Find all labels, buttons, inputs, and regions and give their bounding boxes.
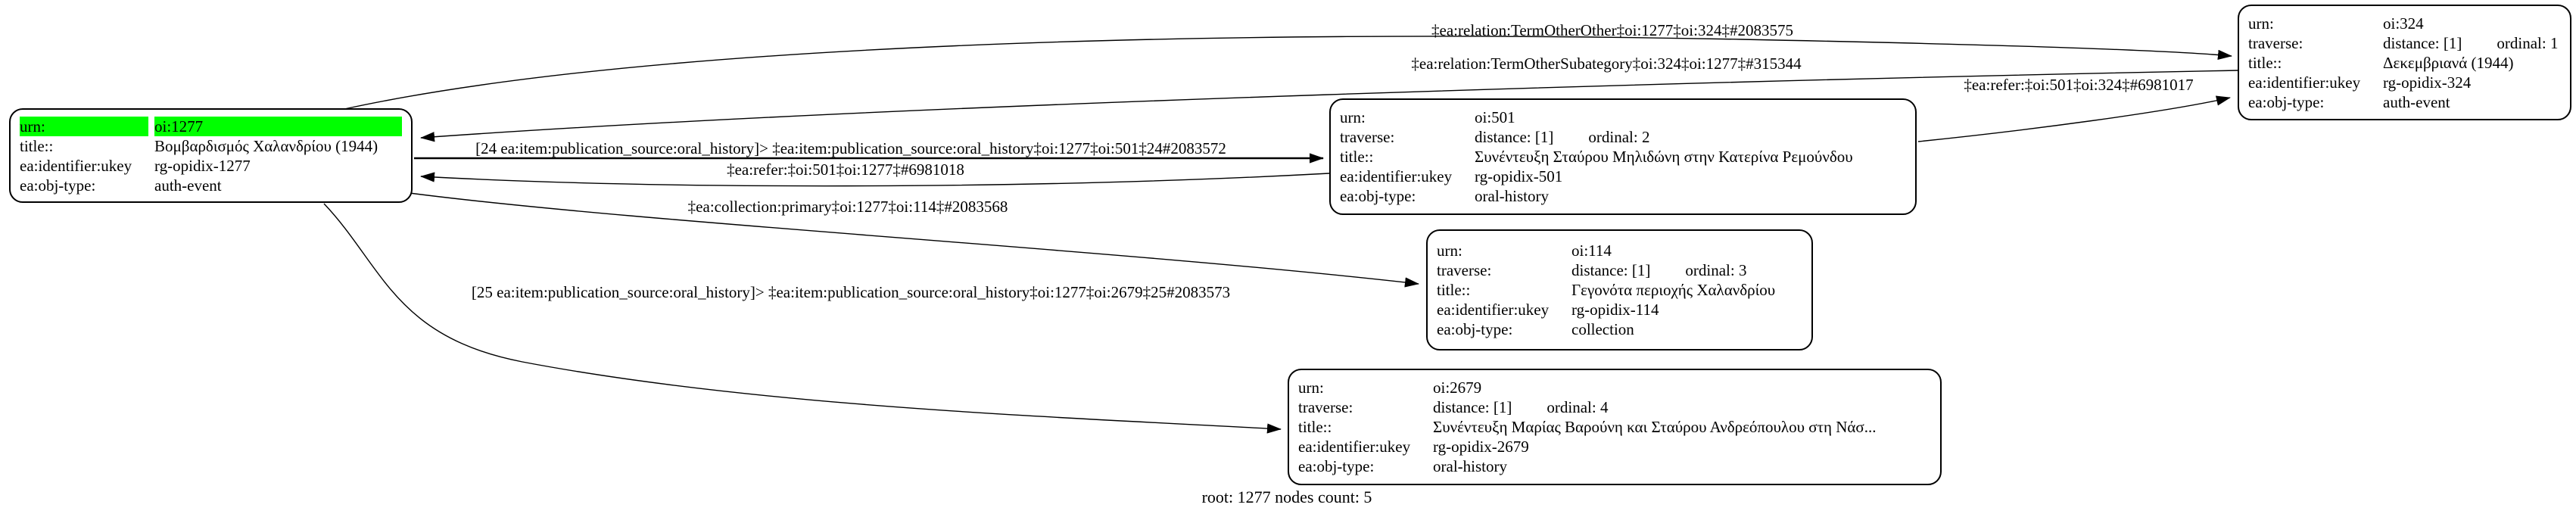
row-key: ea:identifier:ukey <box>2248 73 2361 92</box>
row-value-distance: distance: [1] <box>2383 33 2462 52</box>
node-row-urn: urn: oi:324 <box>2248 14 2561 33</box>
node-row-urn: urn: oi:501 <box>1340 107 1906 127</box>
node-row-obj-type: ea:obj-type: oral-history <box>1298 456 1931 476</box>
row-key: ea:obj-type: <box>2248 92 2325 111</box>
row-value: Γεγονότα περιοχής Χαλανδρίου <box>1571 281 1776 299</box>
row-key: title:: <box>1340 148 1374 166</box>
node-row-urn: urn: oi:2679 <box>1298 378 1931 397</box>
row-value: oi:324 <box>2383 14 2424 33</box>
node-row-identifier: ea:identifier:ukey rg-opidix-1277 <box>20 156 402 176</box>
node-row-identifier: ea:identifier:ukey rg-opidix-2679 <box>1298 437 1931 456</box>
node-row-traverse: traverse: distance: [1] ordinal: 2 <box>1340 127 1906 147</box>
row-value: Δεκεμβριανά (1944) <box>2383 53 2514 72</box>
row-value: oi:114 <box>1571 241 1612 260</box>
row-value: Βομβαρδισμός Χαλανδρίου (1944) <box>154 136 378 155</box>
row-key: ea:identifier:ukey <box>20 156 132 175</box>
row-key: urn: <box>1437 241 1462 260</box>
node-oi-1277: urn: oi:1277 title::Βομβαρδισμός Χαλανδρί… <box>9 108 413 203</box>
row-key: traverse: <box>1437 261 1492 279</box>
node-row-identifier: ea:identifier:ukey rg-opidix-501 <box>1340 167 1906 186</box>
node-row-title: title::Βομβαρδισμός Χαλανδρίου (1944) <box>20 136 402 156</box>
node-row-urn: urn: oi:114 <box>1437 241 1802 260</box>
row-key: ea:obj-type: <box>1340 187 1416 205</box>
row-value-distance: distance: [1] <box>1433 398 1512 416</box>
row-value: oral-history <box>1475 187 1549 205</box>
edge-label-collection-primary: ‡ea:collection:primary‡oi:1277‡oi:114‡#2… <box>687 198 1008 216</box>
edge-label-item-publication-source-501: [24 ea:item:publication_source:oral_hist… <box>475 139 1226 157</box>
row-value: auth-event <box>154 176 222 195</box>
edge-label-item-publication-source-2679: [25 ea:item:publication_source:oral_hist… <box>471 283 1231 301</box>
node-oi-501: urn: oi:501 traverse: distance: [1] ordinal… <box>1329 98 1917 215</box>
node-oi-114: urn: oi:114 traverse: distance: [1] ordinal… <box>1426 229 1813 350</box>
node-row-title: title::Γεγονότα περιοχής Χαλανδρίου <box>1437 280 1802 300</box>
row-value-ordinal: ordinal: 2 <box>1588 128 1650 146</box>
edge-label-term-other-other: ‡ea:relation:TermOtherOther‡oi:1277‡oi:3… <box>1431 21 1793 39</box>
row-key: ea:obj-type: <box>1298 457 1375 475</box>
row-key: title:: <box>20 136 54 155</box>
row-key: ea:identifier:ukey <box>1298 438 1411 456</box>
edge-label-refer-501-1277: ‡ea:refer:‡oi:501‡oi:1277‡#6981018 <box>727 160 964 179</box>
row-value-ordinal: ordinal: 3 <box>1685 261 1747 279</box>
row-value: collection <box>1571 320 1634 338</box>
row-value: rg-opidix-2679 <box>1433 438 1529 456</box>
row-value-distance: distance: [1] <box>1475 128 1554 146</box>
row-value: rg-opidix-324 <box>2383 73 2472 92</box>
row-value: oral-history <box>1433 457 1507 475</box>
node-row-obj-type: ea:obj-type: oral-history <box>1340 186 1906 206</box>
row-key: ea:identifier:ukey <box>1437 301 1550 319</box>
row-key: urn: <box>1340 108 1366 126</box>
edge-refer-501-to-1277 <box>420 172 1330 187</box>
node-row-obj-type: ea:obj-type: auth-event <box>20 176 402 195</box>
node-row-obj-type: ea:obj-type: collection <box>1437 319 1802 339</box>
edge-item-publication-source-1277-to-2679 <box>323 203 1282 434</box>
edge-label-refer-501-324: ‡ea:refer:‡oi:501‡oi:324‡#6981017 <box>1964 76 2194 94</box>
node-oi-2679: urn: oi:2679 traverse: distance: [1] ordina… <box>1288 369 1942 485</box>
row-key: traverse: <box>1298 398 1353 416</box>
row-key: urn: <box>20 116 148 136</box>
row-value: rg-opidix-1277 <box>154 156 251 175</box>
row-key: ea:obj-type: <box>1437 320 1513 338</box>
node-row-identifier: ea:identifier:ukey rg-opidix-324 <box>2248 73 2561 92</box>
row-value: auth-event <box>2383 92 2450 111</box>
row-key: title:: <box>2248 53 2282 72</box>
row-key: title:: <box>1298 418 1332 436</box>
row-value-distance: distance: [1] <box>1571 261 1651 279</box>
row-value: oi:1277 <box>154 116 402 136</box>
row-value: Συνέντευξη Σταύρου Μηλιδώνη στην Κατερίν… <box>1475 148 1853 166</box>
node-row-traverse: traverse: distance: [1] ordinal: 1 <box>2248 33 2561 53</box>
row-key: ea:identifier:ukey <box>1340 167 1453 185</box>
edge-label-term-other-subategory: ‡ea:relation:TermOtherSubategory‡oi:324‡… <box>1411 55 1802 73</box>
node-row-title: title::Συνέντευξη Μαρίας Βαρούνη και Στα… <box>1298 417 1931 437</box>
node-row-urn: urn: oi:1277 <box>20 116 402 136</box>
row-value: rg-opidix-501 <box>1475 167 1563 185</box>
node-row-identifier: ea:identifier:ukey rg-opidix-114 <box>1437 300 1802 319</box>
row-key: ea:obj-type: <box>20 176 96 195</box>
edge-term-other-other-1277-to-324 <box>344 36 2232 110</box>
row-key: traverse: <box>2248 33 2303 52</box>
graph-root-label: root: 1277 nodes count: 5 <box>1201 488 1372 506</box>
row-key: urn: <box>1298 378 1324 397</box>
node-row-title: title::Δεκεμβριανά (1944) <box>2248 53 2561 73</box>
edge-refer-501-to-324 <box>1917 95 2231 142</box>
row-key: title:: <box>1437 281 1471 299</box>
row-value-ordinal: ordinal: 1 <box>2497 33 2559 52</box>
node-row-title: title::Συνέντευξη Σταύρου Μηλιδώνη στην … <box>1340 147 1906 167</box>
node-oi-324: urn: oi:324 traverse: distance: [1] ordinal… <box>2238 5 2571 120</box>
row-value: oi:501 <box>1475 108 1515 126</box>
row-value: Συνέντευξη Μαρίας Βαρούνη και Σταύρου Αν… <box>1433 418 1877 436</box>
node-row-traverse: traverse: distance: [1] ordinal: 3 <box>1437 260 1802 280</box>
row-key: urn: <box>2248 14 2274 33</box>
row-value: rg-opidix-114 <box>1571 301 1659 319</box>
node-row-traverse: traverse: distance: [1] ordinal: 4 <box>1298 397 1931 417</box>
edge-collection-primary-1277-to-114 <box>409 192 1419 288</box>
row-key: traverse: <box>1340 128 1395 146</box>
row-value-ordinal: ordinal: 4 <box>1547 398 1609 416</box>
edge-term-other-subategory-324-to-1277 <box>420 70 2238 142</box>
row-value: oi:2679 <box>1433 378 1482 397</box>
node-row-obj-type: ea:obj-type: auth-event <box>2248 92 2561 112</box>
